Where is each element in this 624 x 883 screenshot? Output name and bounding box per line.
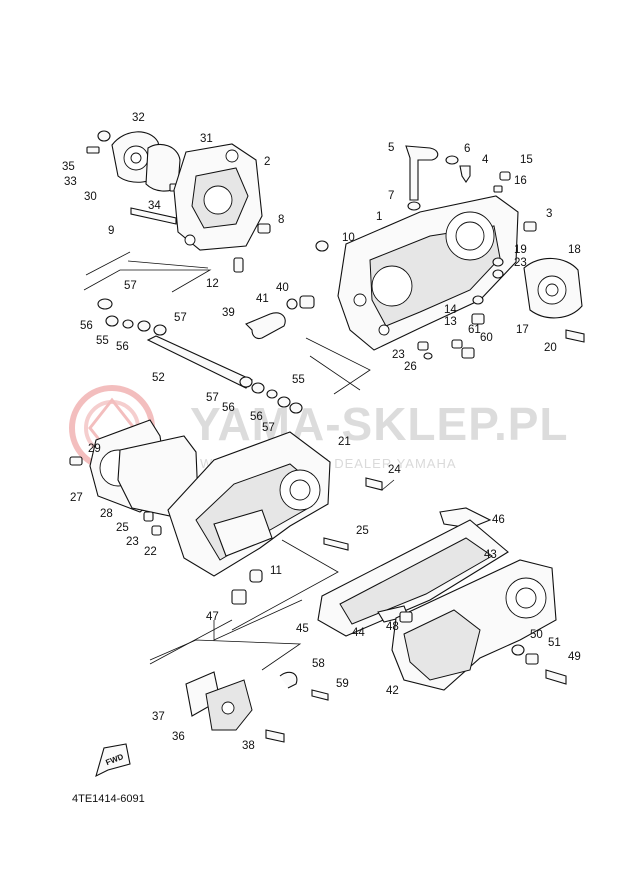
callout-60: 60: [480, 332, 493, 344]
callout-12: 12: [206, 278, 219, 290]
part-group-gaskets: [69, 419, 199, 517]
callout-34: 32: [132, 112, 145, 124]
callout-30: 28: [100, 508, 113, 520]
callout-labels: 32 31 35 33 30 34 2 9 8 12 5 6 4 15 16 7…: [62, 112, 581, 752]
callout-22: 22: [144, 546, 157, 558]
callout-25: 25: [356, 525, 369, 537]
callout-45: 43: [484, 549, 497, 561]
part-group-crankcase-left: [86, 130, 271, 273]
callout-57b: 57: [174, 312, 187, 324]
part-group-clutch-cover: [143, 431, 383, 605]
callout-57a: 57: [124, 280, 137, 292]
callout-28: 26: [404, 361, 417, 373]
callout-13: 13: [444, 316, 457, 328]
callout-29: 27: [70, 492, 83, 504]
callout-20: 20: [544, 342, 557, 354]
callout-7: 7: [388, 190, 394, 202]
callout-23b: 23: [392, 349, 405, 361]
callout-35: 33: [64, 176, 77, 188]
callout-26: 23: [126, 536, 139, 548]
part-group-crankcase-right: [245, 145, 585, 360]
callout-5: 5: [388, 142, 394, 154]
callout-61: 61: [468, 324, 481, 336]
callout-59: 59: [336, 678, 349, 690]
callout-48: 46: [492, 514, 505, 526]
callout-21: 21: [338, 436, 351, 448]
watermark: YAMA-SKLEP.PL WODZIEC PRZEZ | DEALER YAM…: [69, 385, 569, 471]
callout-56d: 56: [250, 411, 263, 423]
part-group-bracket: [149, 639, 329, 743]
callout-6: 6: [464, 143, 470, 155]
callout-47: 45: [296, 623, 309, 635]
callout-24: 24: [388, 464, 401, 476]
callout-57c: 57: [206, 392, 219, 404]
callout-41: 39: [222, 307, 235, 319]
callout-56a: 56: [80, 320, 93, 332]
callout-49: 47: [206, 611, 219, 623]
callout-16: 16: [514, 175, 527, 187]
callout-42: 40: [276, 282, 289, 294]
callout-37: 35: [62, 161, 75, 173]
callout-36: 34: [148, 200, 161, 212]
callout-8: 8: [278, 214, 284, 226]
callout-53: 51: [548, 637, 561, 649]
callout-27: 25: [116, 522, 129, 534]
callout-15: 15: [520, 154, 533, 166]
callout-56c: 56: [222, 402, 235, 414]
callout-50: 48: [386, 621, 399, 633]
callout-32: 30: [84, 191, 97, 203]
part-group-kick-shaft: [83, 269, 303, 414]
callout-51: 49: [568, 651, 581, 663]
part-group-transmission-cover: [317, 507, 567, 691]
callout-43: 41: [256, 293, 269, 305]
watermark-title: YAMA-SKLEP.PL: [190, 398, 569, 450]
callout-40: 38: [242, 740, 255, 752]
callout-55b: 55: [292, 374, 305, 386]
diagram-code: 4TE1414-6091: [72, 793, 145, 805]
callout-58: 58: [312, 658, 325, 670]
callout-46: 44: [352, 627, 365, 639]
callout-56b: 56: [116, 341, 129, 353]
callout-3: 3: [546, 208, 552, 220]
callout-19: 19: [514, 244, 527, 256]
callout-55a: 55: [96, 335, 109, 347]
fwd-arrow-icon: FWD: [95, 743, 131, 778]
callout-11: 11: [270, 565, 282, 577]
callout-38: 36: [172, 731, 185, 743]
callout-9: 9: [108, 225, 114, 237]
callout-18: 18: [568, 244, 581, 256]
callout-52: 50: [530, 629, 543, 641]
callout-1: 1: [376, 211, 382, 223]
callout-31: 29: [88, 443, 101, 455]
callout-54: 52: [152, 372, 165, 384]
leader-lines: [85, 251, 395, 665]
callout-10: 10: [342, 232, 355, 244]
callout-57d: 57: [262, 422, 275, 434]
callout-2: 2: [264, 156, 270, 168]
callout-44: 42: [386, 685, 399, 697]
callout-14: 14: [444, 304, 457, 316]
callout-4: 4: [482, 154, 489, 166]
callout-39: 37: [152, 711, 165, 723]
callout-23a: 23: [514, 257, 527, 269]
callout-33: 31: [200, 133, 213, 145]
callout-17: 17: [516, 324, 529, 336]
